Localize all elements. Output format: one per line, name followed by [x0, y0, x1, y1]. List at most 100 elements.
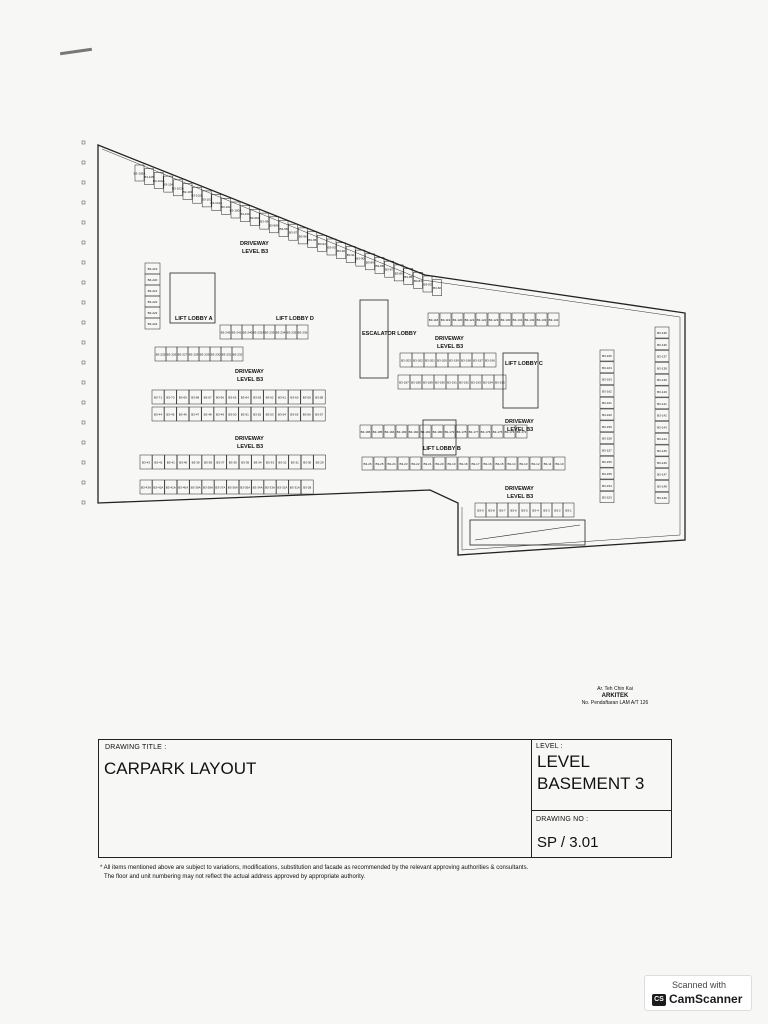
parking-bay	[300, 454, 314, 470]
parking-bay	[164, 406, 177, 422]
parking-bay-label: B3-192	[459, 381, 469, 385]
parking-bay-label: B3-47	[191, 413, 199, 417]
parking-bay	[422, 275, 433, 293]
parking-bay	[443, 424, 456, 439]
parking-bay	[499, 312, 512, 327]
margin-ticks	[81, 140, 86, 505]
parking-bay	[517, 456, 530, 471]
parking-bay-label: B3-195	[495, 381, 505, 385]
parking-bay	[599, 349, 615, 362]
level-label-1: LEVEL B3	[242, 249, 268, 255]
parking-bay-label: B3-132	[525, 318, 535, 322]
parking-bay	[263, 454, 277, 470]
parking-bay-label: B3-30	[303, 461, 311, 465]
parking-bay	[251, 479, 264, 495]
parking-bay	[409, 456, 422, 471]
parking-bay-label: B3-14	[507, 462, 515, 466]
parking-bay	[214, 479, 227, 495]
parking-bay-label: B3-235	[287, 331, 297, 335]
parking-bay	[176, 406, 190, 422]
parking-bay-label: B3-187	[399, 381, 409, 385]
parking-bay-label: B3-90	[356, 257, 364, 261]
parking-bay	[503, 424, 516, 439]
parking-bay	[259, 212, 270, 230]
parking-bay	[541, 456, 554, 471]
parking-bay-label: B3-37	[216, 461, 224, 465]
parking-bay-label: B3-176	[481, 430, 491, 434]
level-field-label: LEVEL :	[536, 743, 563, 750]
parking-bay	[419, 424, 432, 439]
parking-bay-label: B3-36A	[228, 486, 238, 490]
parking-bay	[288, 406, 301, 422]
parking-bay-label: B3-148	[657, 484, 667, 488]
parking-bay-label: B3-63	[253, 396, 261, 400]
parking-bay	[176, 454, 190, 470]
parking-bay	[152, 479, 165, 495]
parking-bay-label: B3-99A	[250, 216, 260, 220]
parking-bay-label: B3-56	[303, 413, 311, 417]
parking-bay	[361, 456, 374, 471]
parking-bay	[188, 389, 202, 405]
margin-tick	[81, 460, 86, 465]
parking-bay-label: B3-144	[657, 437, 667, 441]
parking-bay-label: B3-160	[602, 413, 612, 417]
parking-bay-label: B3-35	[241, 461, 249, 465]
parking-bay-label: B3-94	[318, 242, 326, 246]
escalator-lobby-label: ESCALATOR LOBBY	[362, 331, 417, 337]
parking-bay	[201, 389, 214, 405]
parking-bay	[427, 312, 440, 327]
parking-bay	[475, 312, 488, 327]
parking-bay	[201, 190, 212, 208]
parking-bay	[189, 454, 202, 470]
parking-bay-label: B3-154	[602, 484, 612, 488]
driveway-label-4: DRIVEWAY	[435, 336, 464, 342]
parking-bay-label: B3-44	[154, 413, 162, 417]
parking-bay-label: B3-164	[602, 366, 612, 370]
parking-bay	[599, 373, 615, 385]
margin-tick	[81, 280, 86, 285]
parking-bay-label: B3-155	[602, 472, 612, 476]
parking-bay	[383, 424, 396, 439]
parking-bay	[599, 396, 615, 409]
parking-bay-label: B3-62	[266, 396, 274, 400]
parking-bay-label: B3-149	[657, 496, 667, 500]
parking-bay-label: B3-203	[401, 359, 411, 363]
parking-bay-label: B3-102	[202, 197, 212, 201]
parking-bay	[654, 421, 670, 433]
parking-bay	[384, 260, 394, 278]
parking-bay-label: B3-31	[291, 461, 299, 465]
parking-bay-label: B3-95	[308, 238, 316, 242]
parking-bay-label: B3-163	[602, 378, 612, 382]
parking-bay	[385, 456, 398, 471]
margin-tick	[81, 400, 86, 405]
parking-bay	[599, 467, 615, 480]
parking-bay-label: B3-5	[521, 509, 528, 513]
parking-bay-label: B3-231	[222, 353, 232, 357]
architect-name: Ar. Teh Chin Kai	[597, 686, 633, 692]
parking-bay-label: B3-40A	[178, 486, 188, 490]
parking-bay	[226, 454, 240, 470]
parking-bay	[481, 456, 494, 471]
parking-bay-label: B3-64	[241, 396, 249, 400]
parking-bay-label: B3-53	[266, 413, 274, 417]
parking-bay	[300, 406, 314, 422]
parking-bay-label: B3-26	[363, 462, 371, 466]
parking-bay	[654, 373, 670, 386]
parking-bay	[144, 317, 161, 330]
parking-bay	[433, 456, 446, 471]
level-line-2: BASEMENT 3	[537, 774, 645, 793]
parking-bay-label: B3-145	[657, 449, 667, 453]
parking-bay-label: B3-31A	[290, 486, 300, 490]
parking-bay-label: B3-139	[657, 378, 667, 382]
parking-bay-label: B3-199	[449, 359, 459, 363]
margin-tick	[81, 380, 86, 385]
parking-bay-label: B3-97	[289, 231, 297, 235]
parking-bay-label: B3-173	[517, 430, 527, 434]
camscanner-watermark: Scanned with CS CamScanner	[644, 975, 752, 1011]
parking-bay	[139, 479, 153, 495]
parking-bay-label: B3-24	[387, 462, 395, 466]
parking-bay	[654, 491, 670, 504]
parking-bay-label: B3-158	[602, 437, 612, 441]
parking-bay	[263, 406, 276, 422]
parking-bay	[307, 231, 318, 248]
